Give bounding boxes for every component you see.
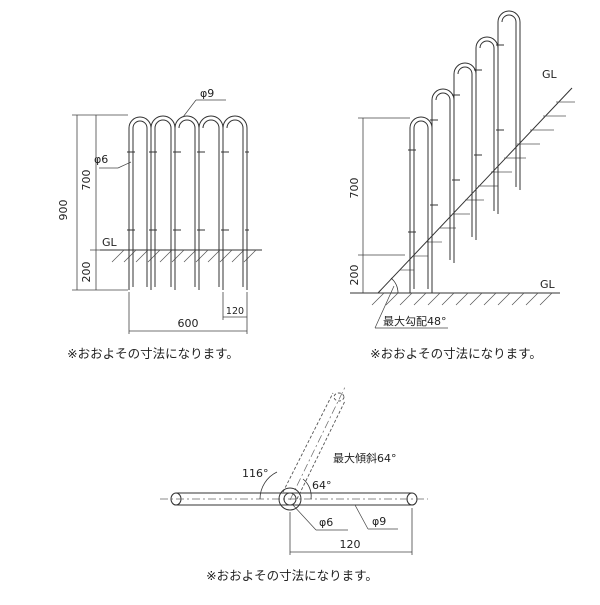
slope-dim-below-label: 200 <box>348 265 361 286</box>
front-ground-hatch <box>111 249 257 263</box>
slope-arches <box>409 10 521 293</box>
front-note: ※おおよその寸法になります。 <box>67 346 239 361</box>
slope-ground-line <box>377 87 573 294</box>
front-leaders <box>99 99 226 169</box>
plan-pitch-label: 120 <box>340 538 361 551</box>
plan-angle-left-label: 116° <box>242 467 269 480</box>
plan-angle-arc-right <box>302 478 312 500</box>
slope-ground-hatch <box>400 101 575 271</box>
front-dim-above-label: 700 <box>80 170 93 191</box>
front-width-label: 600 <box>178 317 199 330</box>
plan-tilted-center-line <box>289 384 347 501</box>
front-dim-total-label: 900 <box>57 200 70 221</box>
slope-bottom-ground-hatch <box>371 292 553 306</box>
slope-angle-arc <box>390 277 399 294</box>
slope-max-gradient-label: 最大勾配48° <box>383 314 447 328</box>
plan-phi-outer-label: φ9 <box>372 515 386 528</box>
plan-angle-arc-left <box>259 471 278 500</box>
plan-view: 116° 64° 最大傾斜64° φ6 φ9 120 ※おおよその寸法になります… <box>160 384 428 583</box>
plan-angle-right-label: 64° <box>312 479 332 492</box>
slope-view: 700 200 GL <box>348 10 575 361</box>
plan-phi-inner-label: φ6 <box>319 516 333 529</box>
front-phi-outer-label: φ9 <box>200 87 214 100</box>
plan-note: ※おおよその寸法になります。 <box>206 568 378 583</box>
front-view: 900 700 200 GL <box>57 87 262 361</box>
plan-leaders <box>291 503 398 531</box>
front-horizontal-dimensions <box>128 292 248 334</box>
slope-leg-joints <box>408 44 504 233</box>
front-leg-joints <box>127 151 249 231</box>
slope-dim-above-label: 700 <box>348 178 361 199</box>
slope-angle-leader <box>374 285 395 329</box>
slope-gl-bottom-label: GL <box>540 278 556 291</box>
front-arches <box>128 115 248 290</box>
front-phi-inner-label: φ6 <box>94 153 108 166</box>
plan-pitch-dimension <box>289 508 413 555</box>
front-gl-label: GL <box>102 236 118 249</box>
front-pitch-label: 120 <box>226 306 244 317</box>
front-dim-below-label: 200 <box>80 262 93 283</box>
plan-tilted-tube <box>282 392 346 500</box>
plan-center-post <box>278 487 302 511</box>
slope-gl-top-label: GL <box>542 68 558 81</box>
plan-max-tilt-label: 最大傾斜64° <box>333 451 397 465</box>
slope-note: ※おおよその寸法になります。 <box>370 346 542 361</box>
